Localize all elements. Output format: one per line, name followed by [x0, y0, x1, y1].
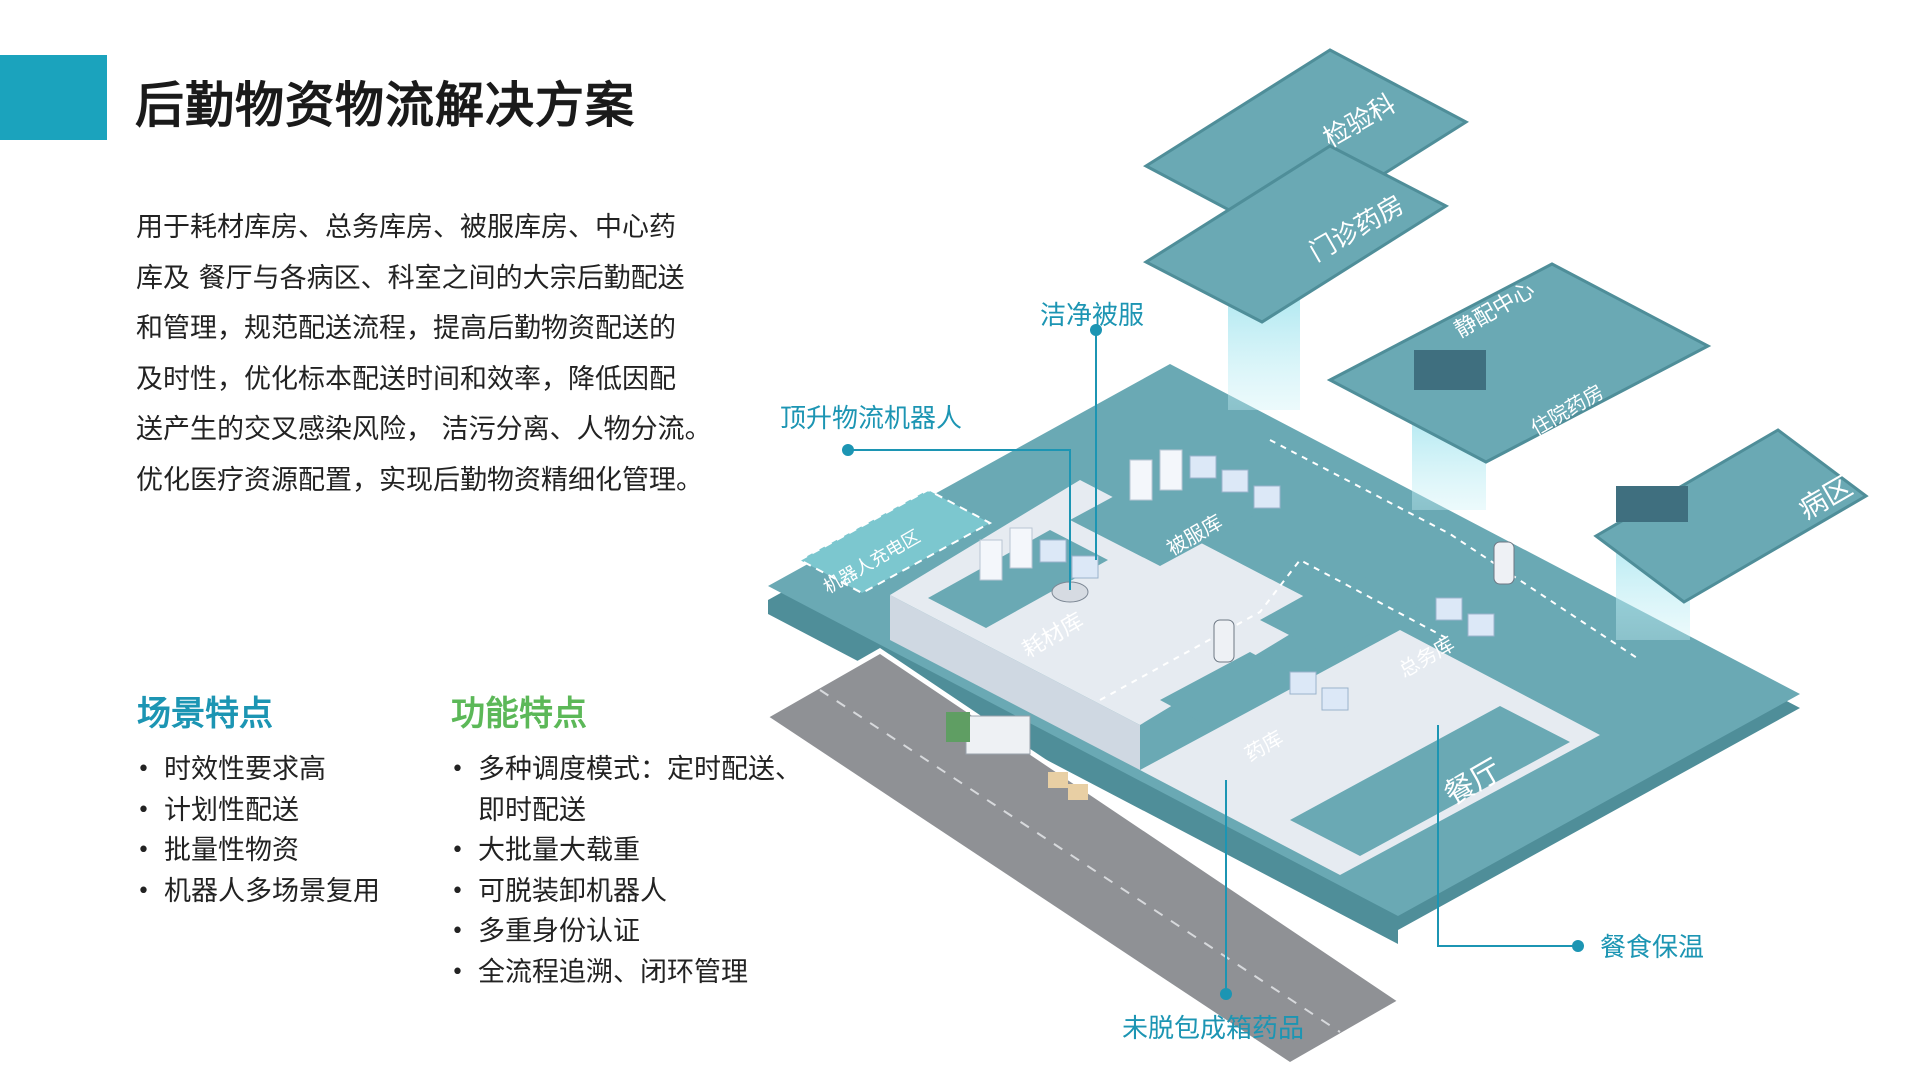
list-item: 批量性物资: [137, 831, 380, 872]
shelf-unit: [1009, 527, 1033, 569]
function-features-list: 多种调度模式：定时配送、 即时配送 大批量大载重 可脱装卸机器人 多重身份认证 …: [451, 750, 802, 993]
intro-line: 及时性，优化标本配送时间和效率，降低因配: [136, 363, 676, 395]
callout-dot: [1572, 940, 1584, 952]
intro-line: 和管理，规范配送流程，提高后勤物资配送的: [136, 313, 676, 344]
list-item: 大批量大载重: [451, 831, 802, 872]
outpatient-pharmacy-floor: [1142, 144, 1450, 324]
callout-dot: [842, 444, 854, 456]
canteen-room: [1290, 706, 1570, 856]
callout-clean-linen: 洁净被服: [1040, 301, 1144, 331]
elevator-beam: [1228, 290, 1300, 410]
title-accent-bar: [0, 55, 107, 140]
cargo-box: [1068, 784, 1088, 800]
intro-line: 优化医疗资源配置，实现后勤物资精细化管理。: [136, 464, 703, 496]
road: [768, 652, 1398, 1062]
list-item: 全流程追溯、闭环管理: [451, 953, 802, 994]
linen-room: [1070, 466, 1260, 566]
callout-lift-robot: 顶升物流机器人: [780, 404, 962, 434]
road-marking: [819, 689, 1341, 1033]
list-item: 多种调度模式：定时配送、 即时配送: [451, 750, 802, 831]
function-features-title: 功能特点: [451, 694, 587, 734]
intro-line: 用于耗材库房、总务库房、被服库房、中心药: [136, 212, 676, 243]
scene-features-title: 场景特点: [137, 694, 273, 734]
general-room: [1260, 570, 1420, 656]
cargo-box: [1048, 772, 1068, 788]
delivery-robot: [1213, 619, 1235, 663]
intro-line: 库及 餐厅与各病区、科室之间的大宗后勤配送: [136, 262, 685, 294]
list-item: 机器人多场景复用: [137, 872, 380, 913]
pharmacy-room: [1160, 652, 1320, 738]
callout-dot: [1090, 324, 1102, 336]
warehouse-wall-side: [890, 595, 1140, 770]
delivery-robot: [1493, 541, 1515, 585]
list-item: 时效性要求高: [137, 750, 380, 791]
truck-cargo: [965, 715, 1031, 755]
cart: [1189, 455, 1217, 479]
list-item-continuation: 即时配送: [478, 794, 586, 826]
canteen-walls: [1140, 630, 1600, 875]
ward-floor: [1593, 428, 1869, 604]
cart: [1253, 485, 1281, 509]
ward-shaft-top: [1616, 486, 1688, 522]
cart: [1039, 539, 1067, 563]
page-title: 后勤物资物流解决方案: [135, 77, 636, 134]
callout-unpacked-drugs: 未脱包成箱药品: [1122, 1014, 1304, 1044]
list-item: 多重身份认证: [451, 912, 802, 953]
cart: [1467, 613, 1495, 637]
shelf-unit: [1129, 459, 1153, 501]
list-item: 计划性配送: [137, 791, 380, 832]
callout-dot: [1220, 988, 1232, 1000]
cart: [1289, 671, 1317, 695]
shelf-unit: [979, 539, 1003, 581]
intro-line: 送产生的交叉感染风险， 洁污分离、人物分流。: [136, 414, 712, 445]
cart: [1321, 687, 1349, 711]
cart: [1435, 597, 1463, 621]
intro-paragraph: 用于耗材库房、总务库房、被服库房、中心药 库及 餐厅与各病区、科室之间的大宗后勤…: [136, 203, 736, 506]
callout-line: [848, 449, 1071, 590]
pivas-shaft-top: [1414, 350, 1486, 390]
list-item: 可脱装卸机器人: [451, 872, 802, 913]
scene-features-list: 时效性要求高 计划性配送 批量性物资 机器人多场景复用: [137, 750, 380, 912]
truck-cab: [946, 712, 970, 742]
callout-meal-warm: 餐食保温: [1600, 933, 1704, 963]
pivas-floor: [1326, 262, 1712, 464]
list-item-text: 多种调度模式：定时配送、: [478, 754, 802, 785]
cart: [1221, 469, 1249, 493]
cart: [1071, 555, 1099, 579]
shelf-unit: [1159, 449, 1183, 491]
floor-slab: [768, 364, 1800, 916]
callout-line: [1437, 725, 1578, 947]
charging-zone: [797, 488, 993, 595]
